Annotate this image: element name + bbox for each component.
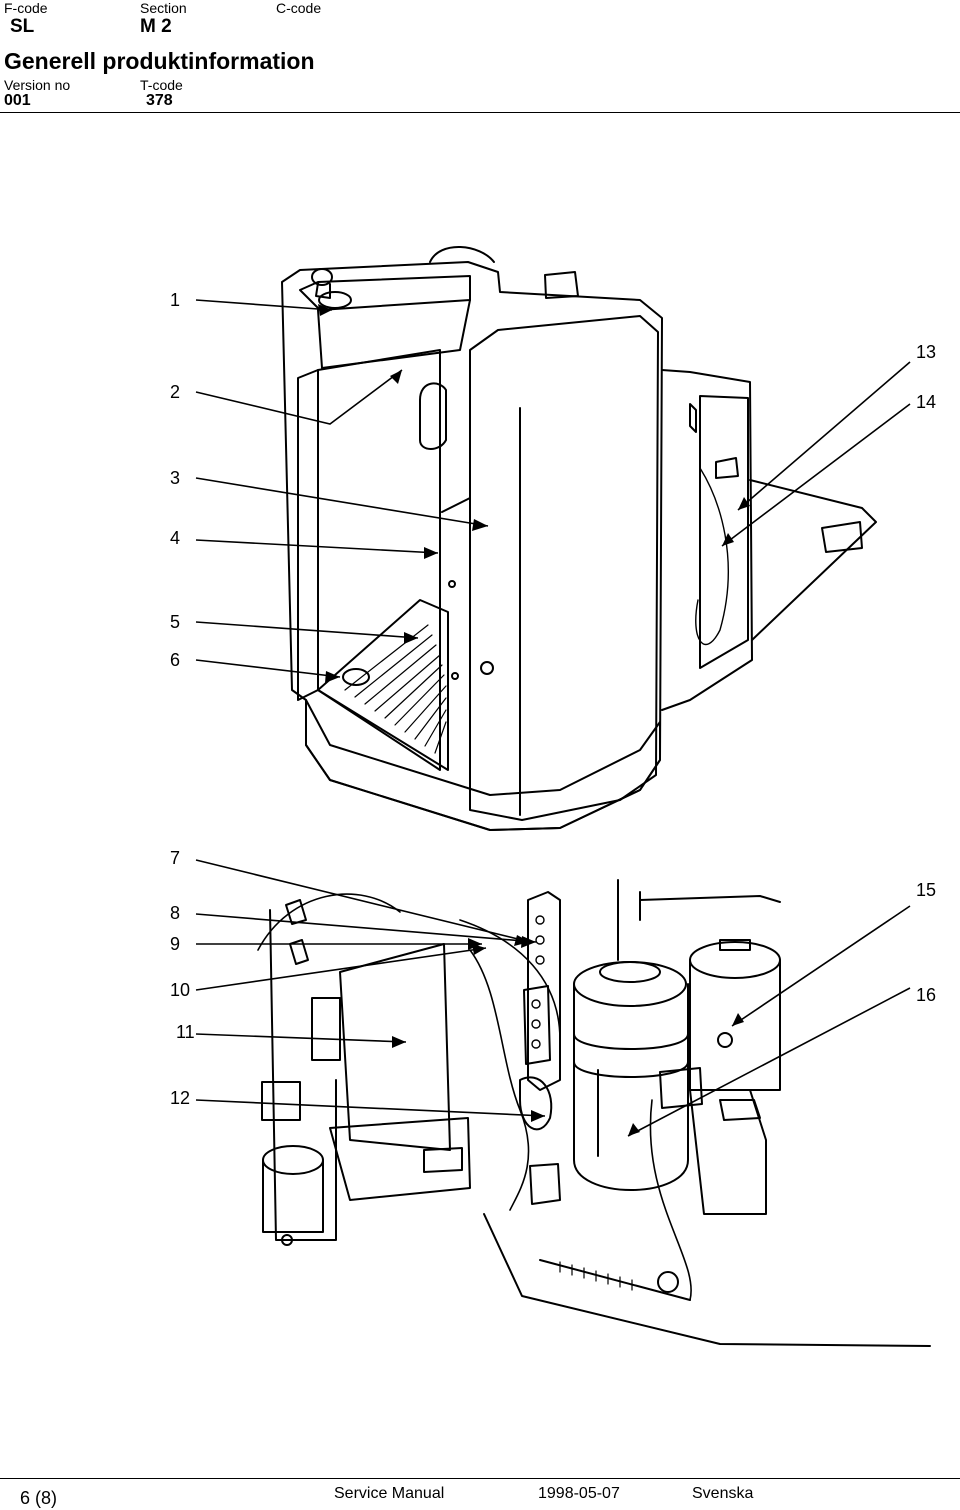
callout-5: 5 — [170, 612, 181, 632]
callout-8: 8 — [170, 903, 181, 923]
footer-doc-type: Service Manual — [334, 1485, 445, 1502]
fcode-value: SL — [10, 16, 35, 37]
tcode-value: 378 — [146, 92, 173, 109]
footer-language: Svenska — [692, 1485, 754, 1502]
section-value: M 2 — [140, 16, 172, 37]
callout-7: 7 — [170, 848, 181, 868]
callout-9: 9 — [170, 934, 181, 954]
control-knob — [311, 268, 333, 286]
fork — [749, 479, 877, 641]
callout-2: 2 — [170, 382, 181, 402]
callout-12: 12 — [170, 1088, 191, 1108]
callout-13: 13 — [916, 342, 937, 362]
version-label: Version no — [4, 77, 71, 93]
callout-14: 14 — [916, 392, 937, 412]
ccode-label: C-code — [276, 0, 322, 16]
micro-switch — [311, 997, 341, 1061]
callout-16: 16 — [916, 985, 937, 1005]
callout-3: 3 — [170, 468, 181, 488]
callout-11: 11 — [176, 1022, 195, 1042]
footer-rule — [0, 1478, 960, 1479]
callout-4: 4 — [170, 528, 181, 548]
version-value: 001 — [4, 92, 31, 109]
page-title: Generell produktinformation — [4, 48, 315, 74]
callout-1: 1 — [170, 290, 181, 310]
rear-panel — [661, 369, 753, 711]
truck-body-outline — [281, 261, 663, 831]
callout-15: 15 — [916, 880, 937, 900]
header-rule — [0, 112, 960, 113]
callout-6: 6 — [170, 650, 181, 670]
motor-top — [573, 961, 687, 1007]
drain-cap — [342, 668, 370, 686]
fcode-label: F-code — [4, 0, 48, 16]
pump-top — [689, 941, 781, 979]
footer-date: 1998-05-07 — [538, 1485, 620, 1502]
section-label: Section — [140, 0, 187, 16]
battery-door — [469, 315, 659, 821]
tcode-label: T-code — [140, 77, 183, 93]
page-number: 6 (8) — [20, 1488, 58, 1508]
callout-10: 10 — [170, 980, 191, 1000]
